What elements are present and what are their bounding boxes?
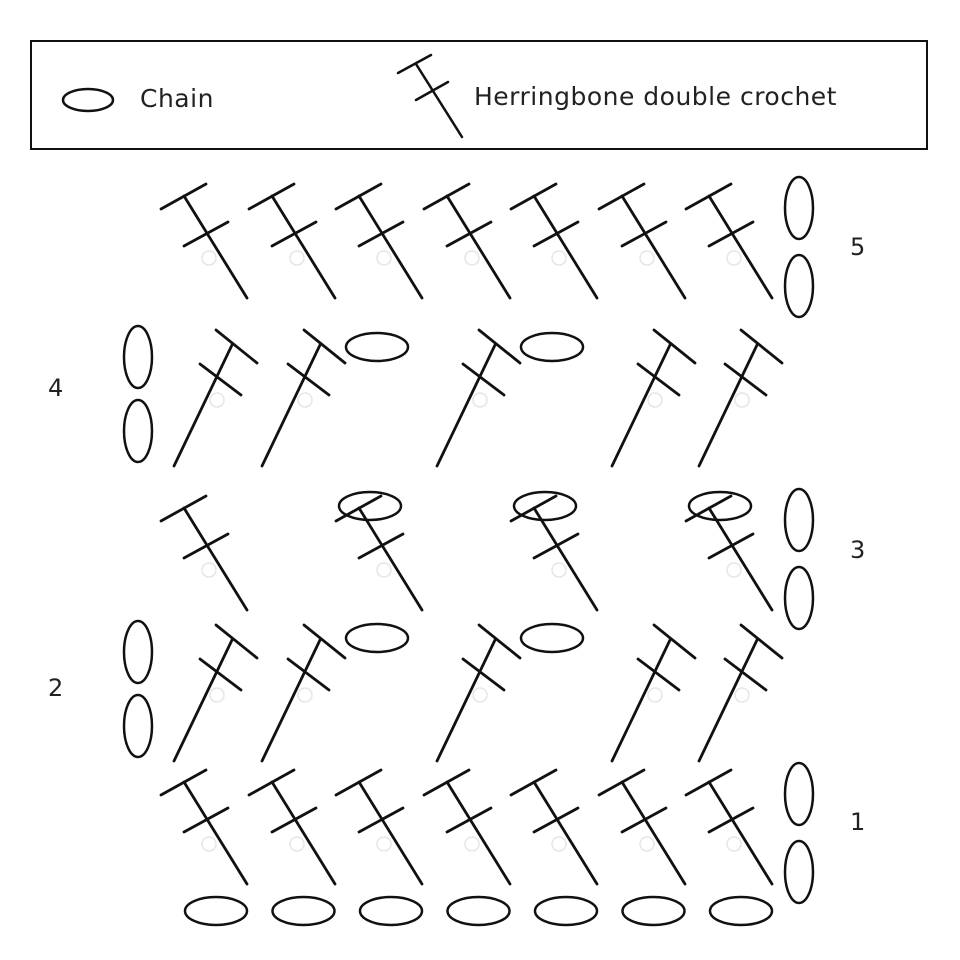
turning-chain [122, 324, 154, 390]
hdc-stitch [697, 328, 784, 468]
hdc-stitch [610, 328, 697, 468]
chain-icon [61, 87, 115, 113]
hdc-stitch [610, 623, 697, 763]
turning-chain [783, 175, 815, 241]
hdc-stitch [247, 768, 337, 886]
hdc-stitch [172, 623, 259, 763]
foundation-chain [621, 895, 686, 927]
hdc-stitch [509, 182, 599, 300]
hdc-stitch [684, 768, 774, 886]
hdc-stitch [684, 182, 774, 300]
hdc-stitch [334, 494, 424, 612]
row-number-3: 3 [850, 536, 866, 564]
foundation-chain [708, 895, 774, 927]
legend-label-chain: Chain [140, 84, 214, 113]
hdc-stitch [597, 768, 687, 886]
foundation-chain [358, 895, 424, 927]
turning-chain [783, 487, 815, 553]
chain-stitch [337, 490, 403, 522]
hdc-stitch [597, 182, 687, 300]
turning-chain [783, 565, 815, 631]
foundation-chain [533, 895, 599, 927]
foundation-chain [271, 895, 336, 927]
row-number-1: 1 [850, 808, 866, 836]
chain-stitch [344, 622, 410, 654]
hdc-stitch [159, 182, 249, 300]
chain-stitch [512, 490, 578, 522]
hdc-stitch [422, 768, 512, 886]
hdc-stitch [159, 494, 249, 612]
legend-box: Chain Herringbone double crochet [30, 40, 928, 150]
hdc-stitch [435, 623, 522, 763]
hdc-stitch [334, 768, 424, 886]
herringbone-double-crochet-icon [396, 53, 464, 139]
hdc-stitch [509, 494, 599, 612]
hdc-stitch [422, 182, 512, 300]
hdc-stitch [684, 494, 774, 612]
chain-stitch [344, 331, 410, 363]
hdc-stitch [260, 623, 347, 763]
hdc-stitch [260, 328, 347, 468]
turning-chain [783, 253, 815, 319]
chain-stitch [687, 490, 753, 522]
turning-chain [122, 693, 154, 759]
row-number-4: 4 [48, 374, 64, 402]
chain-stitch [519, 331, 585, 363]
foundation-chain [446, 895, 511, 927]
hdc-stitch [247, 182, 337, 300]
row-number-5: 5 [850, 233, 866, 261]
turning-chain [122, 619, 154, 685]
turning-chain [783, 761, 815, 827]
legend-symbols [61, 53, 464, 139]
turning-chain [122, 398, 154, 464]
hdc-stitch [697, 623, 784, 763]
hdc-stitch [509, 768, 599, 886]
hdc-stitch [435, 328, 522, 468]
hdc-stitch [172, 328, 259, 468]
foundation-chain [183, 895, 249, 927]
hdc-stitch [334, 182, 424, 300]
hdc-stitch [159, 768, 249, 886]
legend-label-hdc: Herringbone double crochet [474, 82, 837, 111]
chain-stitch [519, 622, 585, 654]
row-number-2: 2 [48, 674, 64, 702]
turning-chain [783, 839, 815, 905]
